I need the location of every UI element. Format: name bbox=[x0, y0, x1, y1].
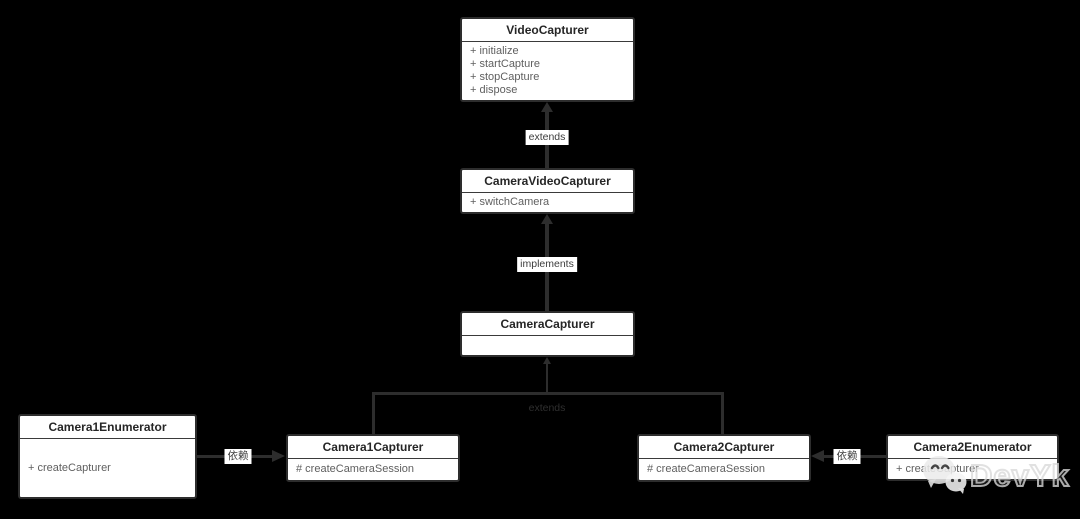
connector-extends-bottom-left-drop bbox=[372, 392, 375, 434]
arrowhead-up-implements-icon bbox=[541, 214, 553, 224]
watermark: DevYk bbox=[918, 448, 1070, 503]
class-box-camera1capturer: Camera1Capturer # createCameraSession bbox=[286, 434, 460, 482]
class-member: + startCapture bbox=[470, 58, 541, 70]
class-member: # createCameraSession bbox=[647, 463, 766, 475]
class-member: + switchCamera bbox=[470, 196, 550, 208]
class-box-camera2capturer: Camera2Capturer # createCameraSession bbox=[637, 434, 811, 482]
class-title: Camera1Enumerator bbox=[20, 416, 195, 439]
edge-label-depends-right: 依赖 bbox=[833, 449, 861, 464]
class-title: Camera2Capturer bbox=[639, 436, 809, 459]
arrowhead-right-depends-icon bbox=[272, 450, 285, 462]
class-box-camera2enumerator: Camera2Enumerator + createCapturer bbox=[886, 434, 1059, 481]
class-member: # createCameraSession bbox=[296, 463, 415, 475]
class-members: # createCameraSession bbox=[639, 459, 809, 480]
class-title: CameraCapturer bbox=[462, 313, 633, 336]
edge-label-extends-bottom: extends bbox=[528, 402, 566, 414]
connector-extends-bottom-horizontal bbox=[372, 392, 724, 395]
arrowhead-left-depends-icon bbox=[811, 450, 824, 462]
class-box-cameravideocapturer: CameraVideoCapturer + switchCamera bbox=[460, 168, 635, 214]
class-title: Camera2Enumerator bbox=[888, 436, 1057, 459]
edge-label-extends-top: extends bbox=[525, 130, 569, 145]
class-member: + stopCapture bbox=[470, 71, 540, 83]
class-box-cameracapturer: CameraCapturer bbox=[460, 311, 635, 357]
arrowhead-up-extends-icon bbox=[541, 102, 553, 112]
edge-label-depends-left: 依赖 bbox=[224, 449, 252, 464]
class-members: + createCapturer bbox=[20, 439, 195, 497]
class-member: + initialize bbox=[470, 45, 519, 57]
class-members: # createCameraSession bbox=[288, 459, 458, 480]
class-members: + initialize + startCapture + stopCaptur… bbox=[462, 42, 633, 100]
class-member: + dispose bbox=[470, 84, 518, 96]
connector-extends-bottom-stem bbox=[546, 363, 548, 394]
edge-label-implements: implements bbox=[517, 257, 577, 272]
class-title: Camera1Capturer bbox=[288, 436, 458, 459]
watermark-text: DevYk bbox=[969, 457, 1070, 494]
class-box-camera1enumerator: Camera1Enumerator + createCapturer bbox=[18, 414, 197, 499]
wechat-bubbles-icon bbox=[918, 448, 968, 503]
connector-extends-bottom-right-drop bbox=[721, 392, 724, 434]
class-member: + createCapturer bbox=[28, 461, 111, 474]
arrowhead-up-extends-bottom-icon bbox=[543, 357, 551, 364]
class-title: CameraVideoCapturer bbox=[462, 170, 633, 193]
class-members bbox=[462, 336, 633, 355]
class-members: + switchCamera bbox=[462, 193, 633, 212]
class-title: VideoCapturer bbox=[462, 19, 633, 42]
class-box-videocapturer: VideoCapturer + initialize + startCaptur… bbox=[460, 17, 635, 102]
